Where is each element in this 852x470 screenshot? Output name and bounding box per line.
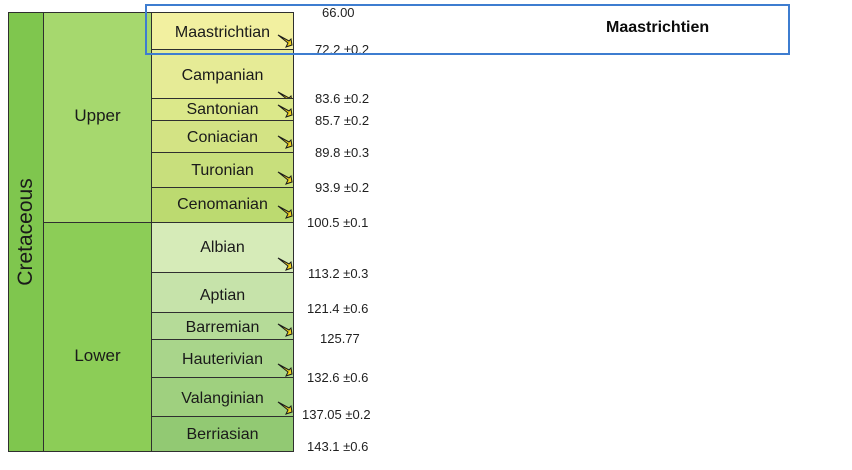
selection-title: Maastrichtien xyxy=(606,19,710,36)
stage-label: Aptian xyxy=(199,287,246,304)
golden-spike-icon xyxy=(277,34,293,48)
golden-spike-icon xyxy=(277,323,293,337)
stage-label: Santonian xyxy=(186,101,259,118)
stage-label: Cenomanian xyxy=(177,196,268,213)
age-label: 89.8 ±0.3 xyxy=(315,145,370,160)
stage-cell-valanginian[interactable]: Valanginian xyxy=(151,377,294,417)
golden-spike-icon xyxy=(277,104,293,118)
epoch-label-lower: Lower xyxy=(74,346,121,365)
stage-cell-barremian[interactable]: Barremian xyxy=(151,312,294,340)
golden-spike-icon xyxy=(277,257,293,271)
stage-label: Campanian xyxy=(181,67,264,84)
age-label: 137.05 ±0.2 xyxy=(302,407,371,422)
stage-cell-cenomanian[interactable]: Cenomanian xyxy=(151,187,294,223)
golden-spike-icon xyxy=(277,135,293,149)
age-label: 66.00 xyxy=(322,5,355,20)
age-label: 113.2 ±0.3 xyxy=(308,266,369,281)
stage-cell-coniacian[interactable]: Coniacian xyxy=(151,120,294,153)
stage-cell-campanian[interactable]: Campanian xyxy=(151,49,294,105)
stage-label: Albian xyxy=(200,239,245,256)
golden-spike-icon xyxy=(277,363,293,377)
age-label: 125.77 xyxy=(320,331,360,346)
epoch-lower[interactable]: Lower xyxy=(43,222,152,452)
stage-label: Barremian xyxy=(185,319,260,336)
age-label: 93.9 ±0.2 xyxy=(315,180,370,195)
golden-spike-icon xyxy=(277,205,293,219)
stage-cell-maastrichtian[interactable]: Maastrichtian xyxy=(151,12,294,50)
stage-cell-turonian[interactable]: Turonian xyxy=(151,152,294,188)
epoch-label-upper: Upper xyxy=(74,106,121,125)
age-label: 83.6 ±0.2 xyxy=(315,91,370,106)
stage-cell-albian[interactable]: Albian xyxy=(151,222,294,273)
golden-spike-icon xyxy=(277,401,293,415)
stage-cell-aptian[interactable]: Aptian xyxy=(151,272,294,313)
stage-cell-hauterivian[interactable]: Hauterivian xyxy=(151,339,294,378)
period-label: Cretaceous xyxy=(14,178,37,286)
stage-label: Turonian xyxy=(191,162,254,179)
stage-label: Valanginian xyxy=(181,390,264,407)
stage-cell-santonian[interactable]: Santonian xyxy=(151,98,294,121)
stage-label: Berriasian xyxy=(186,426,259,443)
period-column-cretaceous[interactable]: Cretaceous xyxy=(8,12,44,452)
stage-label: Coniacian xyxy=(186,129,259,146)
stage-label: Hauterivian xyxy=(182,351,263,368)
age-label: 143.1 ±0.6 xyxy=(307,439,369,454)
stage-label: Maastrichtian xyxy=(174,24,271,41)
selection-highlight[interactable] xyxy=(145,4,790,55)
epoch-upper[interactable]: Upper xyxy=(43,12,152,223)
age-label: 85.7 ±0.2 xyxy=(315,113,370,128)
golden-spike-icon xyxy=(277,171,293,185)
age-label: 121.4 ±0.6 xyxy=(307,301,369,316)
stage-cell-berriasian[interactable]: Berriasian xyxy=(151,416,294,452)
age-label: 132.6 ±0.6 xyxy=(307,370,369,385)
age-label: 100.5 ±0.1 xyxy=(307,215,369,230)
